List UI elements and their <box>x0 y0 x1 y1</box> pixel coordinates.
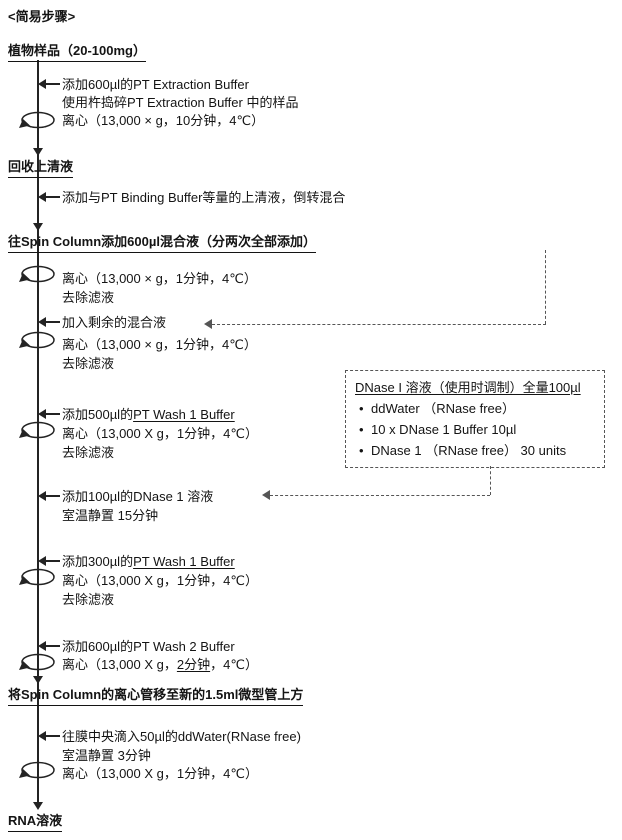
step-incubate-3min: 室温静置 3分钟 <box>62 748 151 763</box>
step-text: 添加500µl的 <box>62 407 134 422</box>
left-arrow <box>38 491 60 501</box>
step-add-dnase: 添加100µl的DNase 1 溶液 <box>62 489 214 504</box>
step-text: ，4℃） <box>210 657 258 672</box>
step-add-wash1-500: 添加500µl的PT Wash 1 Buffer <box>62 406 235 423</box>
centrifuge-icon <box>16 262 60 286</box>
step-discard-filtrate-d: 去除滤液 <box>62 592 115 607</box>
step-add-extraction-buffer: 添加600µl的PT Extraction Buffer <box>62 77 249 92</box>
dashed-connector-dnase-vertical <box>490 466 491 495</box>
dashed-connector-loop-vertical <box>545 250 546 324</box>
step-centrifuge-1min-d: 离心（13,000 X g，1分钟，4℃） <box>62 573 258 588</box>
step-centrifuge-10min: 离心（13,000 × g，10分钟，4℃） <box>62 113 265 128</box>
left-arrow <box>38 409 60 419</box>
step-text-underlined: 2分钟 <box>176 657 211 672</box>
step-text: 离心（13,000 X g， <box>62 657 177 672</box>
step-add-wash1-300: 添加300µl的PT Wash 1 Buffer <box>62 553 235 570</box>
flow-arrowhead-rna <box>33 802 43 810</box>
dnase-box-title: DNase I 溶液（使用时调制）全量100µl <box>355 380 581 395</box>
flow-arrowhead-spin-column <box>33 223 43 231</box>
step-centrifuge-2min: 离心（13,000 X g，2分钟，4℃） <box>62 656 258 673</box>
flow-arrowhead-transfer <box>33 676 43 684</box>
left-arrow <box>38 556 60 566</box>
left-arrow <box>38 317 60 327</box>
step-text-underlined: PT Wash 1 Buffer <box>133 554 235 569</box>
centrifuge-icon <box>16 650 60 674</box>
left-arrow <box>38 192 60 202</box>
dnase-solution-box: DNase I 溶液（使用时调制）全量100µl ddWater （RNase … <box>345 370 605 468</box>
step-centrifuge-1min-e: 离心（13,000 X g，1分钟，4℃） <box>62 766 258 781</box>
step-centrifuge-1min-c: 离心（13,000 X g，1分钟，4℃） <box>62 426 258 441</box>
flow-arrowhead-supernatant <box>33 148 43 156</box>
centrifuge-icon <box>16 418 60 442</box>
dnase-box-item-ddwater: ddWater （RNase free） <box>355 400 595 417</box>
step-add-wash2-600: 添加600µl的PT Wash 2 Buffer <box>62 639 235 654</box>
page-title: <简易步骤> <box>8 9 76 24</box>
centrifuge-icon <box>16 108 60 132</box>
step-centrifuge-1min-a: 离心（13,000 × g，1分钟，4℃） <box>62 271 257 286</box>
dashed-connector-dnase-horizontal <box>270 495 490 496</box>
left-arrow <box>38 731 60 741</box>
node-plant-sample: 植物样品（20-100mg） <box>8 42 146 62</box>
node-rna-solution: RNA溶液 <box>8 812 63 832</box>
left-arrow <box>38 641 60 651</box>
step-add-binding-buffer: 添加与PT Binding Buffer等量的上清液，倒转混合 <box>62 190 346 205</box>
step-text-underlined: PT Wash 1 Buffer <box>133 407 235 422</box>
step-discard-filtrate-a: 去除滤液 <box>62 290 115 305</box>
dashed-connector-loop-horizontal <box>212 324 546 325</box>
step-discard-filtrate-c: 去除滤液 <box>62 445 115 460</box>
step-add-remaining-mix: 加入剩余的混合液 <box>62 315 167 330</box>
step-incubate-15min: 室温静置 15分钟 <box>62 508 159 523</box>
centrifuge-icon <box>16 758 60 782</box>
dashed-arrowhead-loop <box>204 319 212 329</box>
node-spin-column: 往Spin Column添加600µl混合液（分两次全部添加） <box>8 233 316 253</box>
step-text: 添加300µl的 <box>62 554 134 569</box>
step-discard-filtrate-b: 去除滤液 <box>62 356 115 371</box>
node-transfer-tube: 将Spin Column的离心管移至新的1.5ml微型管上方 <box>8 686 304 706</box>
step-grind-sample: 使用杵捣碎PT Extraction Buffer 中的样品 <box>62 95 299 110</box>
centrifuge-icon <box>16 565 60 589</box>
step-centrifuge-1min-b: 离心（13,000 × g，1分钟，4℃） <box>62 337 257 352</box>
dashed-arrowhead-dnase <box>262 490 270 500</box>
flow-main-line <box>37 60 39 804</box>
step-add-ddwater: 往膜中央滴入50µl的ddWater(RNase free) <box>62 729 301 744</box>
dnase-box-item-buffer: 10 x DNase 1 Buffer 10µl <box>355 421 595 438</box>
centrifuge-icon <box>16 328 60 352</box>
node-supernatant: 回收上清液 <box>8 158 74 178</box>
dnase-box-item-enzyme: DNase 1 （RNase free） 30 units <box>355 442 595 459</box>
left-arrow <box>38 79 60 89</box>
